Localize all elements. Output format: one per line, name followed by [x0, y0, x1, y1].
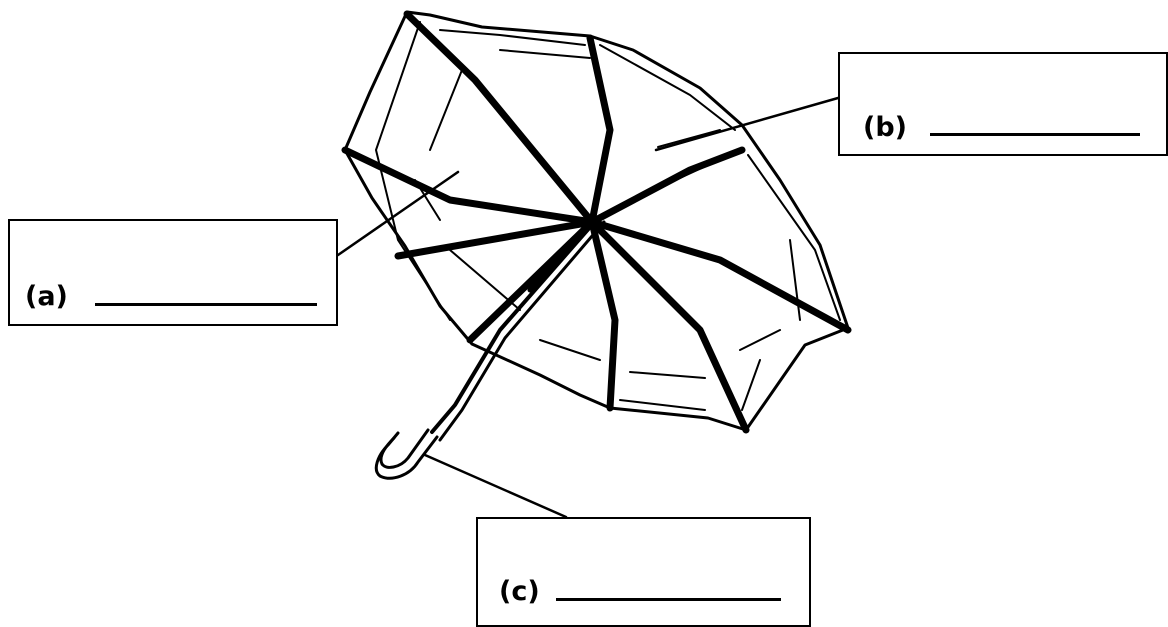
label-box-c: (c) [476, 517, 811, 627]
label-c-answer-blank[interactable] [556, 598, 781, 601]
label-b-text: (b) [863, 114, 907, 141]
label-box-a: (a) [8, 219, 338, 326]
label-b-answer-blank[interactable] [930, 133, 1140, 136]
rib [592, 222, 848, 330]
rib [592, 222, 615, 408]
label-a-text: (a) [25, 283, 68, 310]
rib [592, 150, 742, 222]
leader-line-c [425, 455, 566, 517]
label-c-text: (c) [499, 578, 540, 605]
label-a-answer-blank[interactable] [95, 303, 317, 306]
label-box-b: (b) [838, 52, 1168, 156]
leader-line-a [338, 172, 458, 255]
leader-line-b [656, 98, 838, 150]
rib [590, 38, 610, 222]
